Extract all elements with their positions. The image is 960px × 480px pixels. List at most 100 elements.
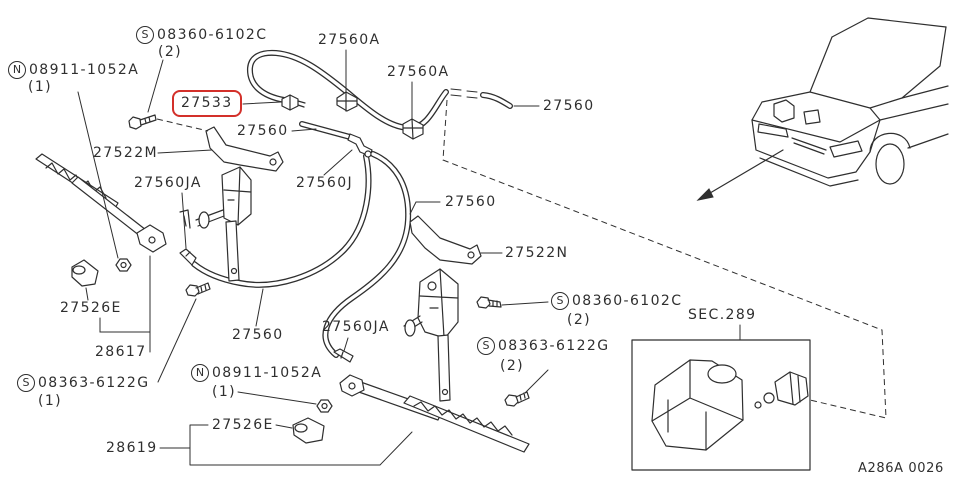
nut-lower-bore [321,402,328,410]
callout-joint-ja-right: 27560JA [322,319,390,335]
hose-clip-right-detail [402,118,424,140]
callout-screw-top-part-no: 08360-6102C [157,27,268,43]
leader-screw-top [147,59,164,113]
location-arrow-line [704,149,784,197]
leader-joint-j [323,149,353,176]
callout-screw-top-symbol: S [136,26,154,44]
callout-hose-center: 27560 [445,194,497,210]
bolt-left-head [185,284,200,297]
car-wheel-arch [869,132,911,153]
callout-cap-right: 27526E [212,417,274,433]
washer-pump-detail [789,371,801,405]
leader-bracket-m [157,149,213,154]
check-valve [281,94,306,111]
hose-joint-j-end [364,150,372,158]
linkage-strap-right [437,334,451,402]
pivot-cap-left-rim [72,265,86,275]
wiper-arm-right [355,380,443,421]
callout-nut-lower-part-no: 08911-1052A [212,365,323,381]
screw-top-left [128,114,157,130]
callout-nut-top-left-qty: (1) [28,79,53,95]
washer-motor-left-detail [223,166,252,226]
callout-cap-left: 27526E [60,300,122,316]
callout-bolt-left-qty: (1) [38,393,63,409]
callout-hose-top-right: 27560 [543,98,595,114]
leader-hose-center [409,201,441,215]
callout-bolt-right-symbol: S [477,337,495,355]
leader-hose-short [291,128,317,132]
highlight-box-check-valve [172,90,242,117]
hose-short [299,121,353,140]
leader-check-valve [242,101,282,105]
hose-left-long-core [192,154,371,287]
hose-clip-left-detail [336,91,358,112]
vehicle-location-sketch [696,17,949,201]
bracket-right [409,215,482,265]
car-headlight-left [757,123,789,138]
wiper-right [339,374,530,453]
washer-motor-right-detail [419,268,459,338]
callout-arm-left: 28617 [95,344,147,360]
callout-hose-lower: 27560 [232,327,284,343]
washer-pump-grommet [763,392,775,404]
washer-motor-right-housing [417,268,459,339]
wiper-arm-right-pivot [348,382,356,390]
pivot-washer-left [198,211,210,229]
callout-joint-ja-left: 27560JA [134,175,202,191]
leader-reservoir-dashed [442,99,887,419]
bolt-left-thread [195,282,211,295]
pivot-cap-right-body [292,417,325,444]
hose-right-long-core [323,152,410,357]
washer-motor-left-housing [221,166,252,226]
washer-motor-right [403,268,459,402]
leader-hose-lower [255,288,264,327]
wiper-arm-left-head [136,224,167,253]
washer-pump-seal [754,401,762,409]
leader-screw-right [501,301,549,306]
bracket-left [205,126,284,172]
nut-lower-hex [316,399,333,413]
car-roof [831,17,947,38]
screw-right-thread [487,299,502,308]
pivot-cap-left [71,259,99,287]
pivot-washer-right [404,319,416,337]
callout-bolt-right-part-no: 08363-6122G [498,338,610,354]
linkage-strap-left-hole [230,267,238,275]
leader-arm-right-group [159,424,413,466]
leader-lines [77,49,887,466]
washer-tank-cap [707,364,737,384]
washer-tank-detail [651,359,744,451]
check-valve-nozzle [289,94,306,111]
callout-bracket-m: 27522M [93,145,159,161]
callout-nut-top-left-part-no: 08911-1052A [29,62,140,78]
leader-bolt-left [157,298,197,383]
callout-section-ref: SEC.289 [688,307,757,323]
hose-top-long [247,49,513,132]
wiper-arm-left-pivot [148,236,156,244]
screw-top-left-head [128,116,142,130]
car-hood [751,91,881,143]
bracket-left-plate [205,126,284,172]
hose-joint-ja-right [333,348,354,363]
leader-cap-left [85,287,89,301]
hose-top-break-marks [450,88,478,99]
callout-check-valve: 27533 [181,95,233,111]
hose-joint-ja-left-body [179,248,197,266]
callout-bolt-left-part-no: 08363-6122G [38,375,150,391]
callout-bolt-right-qty: (2) [500,358,525,374]
nut-top-left-bore [120,261,127,269]
location-arrow-head [696,188,714,201]
linkage-strap-left [225,220,240,282]
screw-right-head [476,296,491,309]
bolt-right-thread [515,391,530,404]
hose-joint-j [347,133,373,158]
hose-joint-ja-left [179,248,197,266]
pivot-cap-right [292,417,325,444]
bracket-right-hole [467,251,475,259]
callout-screw-top-qty: (2) [158,44,183,60]
car-side [879,85,949,149]
section-289-frame [631,339,811,471]
callout-clip-a-left: 27560A [318,32,381,48]
leader-bolt-right [524,369,549,394]
leader-nut-top-left [77,91,119,259]
